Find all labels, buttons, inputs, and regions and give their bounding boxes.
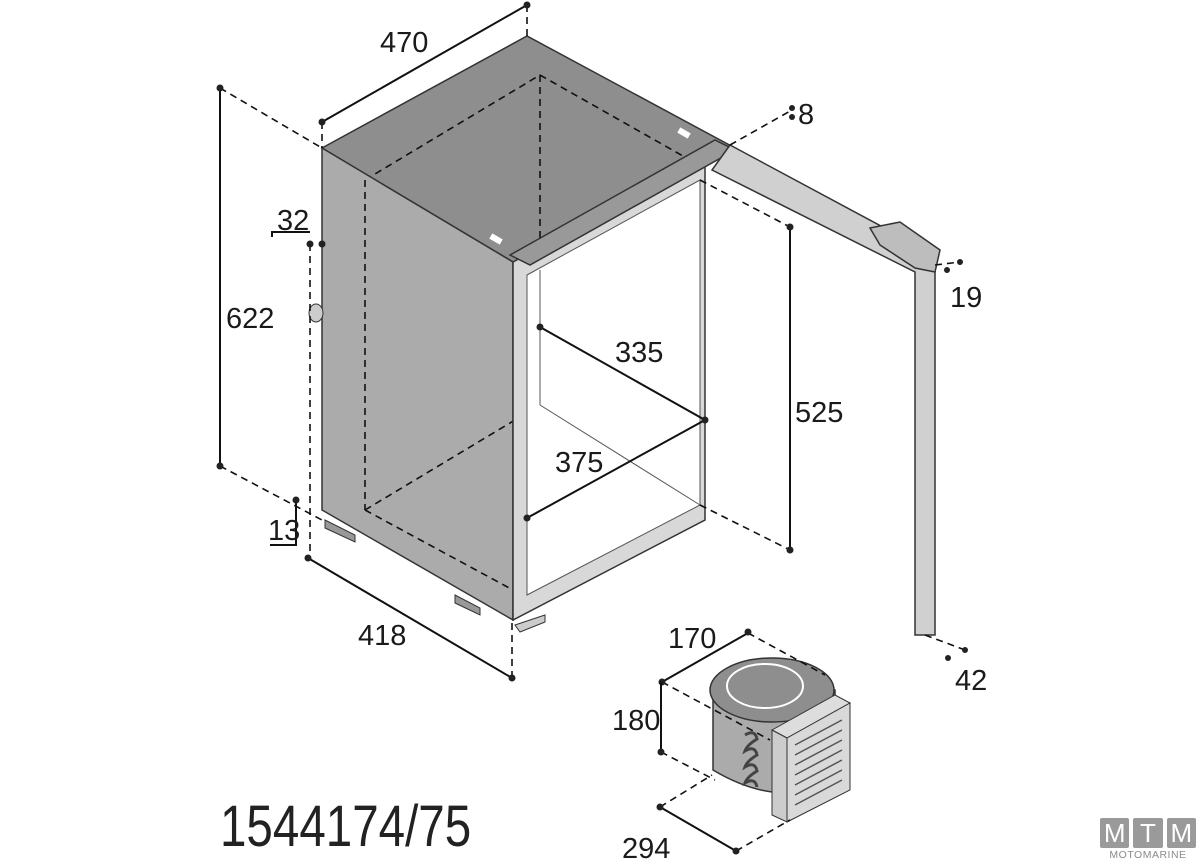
compressor-unit xyxy=(709,657,852,823)
corner-mark xyxy=(489,233,503,245)
dim-interior-depth-label: 375 xyxy=(555,447,603,479)
dim-height-label: 622 xyxy=(226,303,274,335)
corner-mark xyxy=(677,127,691,139)
foot xyxy=(454,594,481,616)
hidden-edge xyxy=(364,509,514,591)
compressor-width-label: 170 xyxy=(668,623,716,655)
dim-side-bottom-label: 13 xyxy=(268,515,300,547)
dim-side-top-label: 32 xyxy=(277,205,309,237)
door-handle xyxy=(868,221,941,273)
logo-letter: T xyxy=(1133,818,1163,848)
logo-name: MOTOMARINE xyxy=(1109,849,1187,861)
motomarine-logo: M T M MOTOMARINE xyxy=(1100,818,1196,861)
dimension-lines xyxy=(216,1,968,682)
foot xyxy=(324,519,356,543)
dim-door-offset-label: 8 xyxy=(798,99,814,131)
grille-icon xyxy=(794,719,843,806)
dim-depth-label: 418 xyxy=(358,620,406,652)
condenser-coil-icon xyxy=(742,731,759,788)
logo-letter: M xyxy=(1166,818,1196,848)
dim-door-thickness-label: 42 xyxy=(955,665,987,697)
pipe-connector-icon xyxy=(308,303,324,323)
compressor-height-label: 180 xyxy=(612,705,660,737)
hidden-edge xyxy=(364,404,541,511)
foot xyxy=(514,614,546,633)
door xyxy=(710,144,936,636)
logo-letter: M xyxy=(1100,818,1130,848)
compressor-dimension-lines xyxy=(656,628,826,855)
interior-floor-edge xyxy=(539,404,701,506)
dim-interior-height-label: 525 xyxy=(795,397,843,429)
compressor-depth-label: 294 xyxy=(622,833,670,864)
dim-interior-width-label: 335 xyxy=(615,337,663,369)
dim-width-label: 470 xyxy=(380,27,428,59)
model-number: 1544174/75 xyxy=(220,795,471,860)
dim-handle-label: 19 xyxy=(950,282,982,314)
